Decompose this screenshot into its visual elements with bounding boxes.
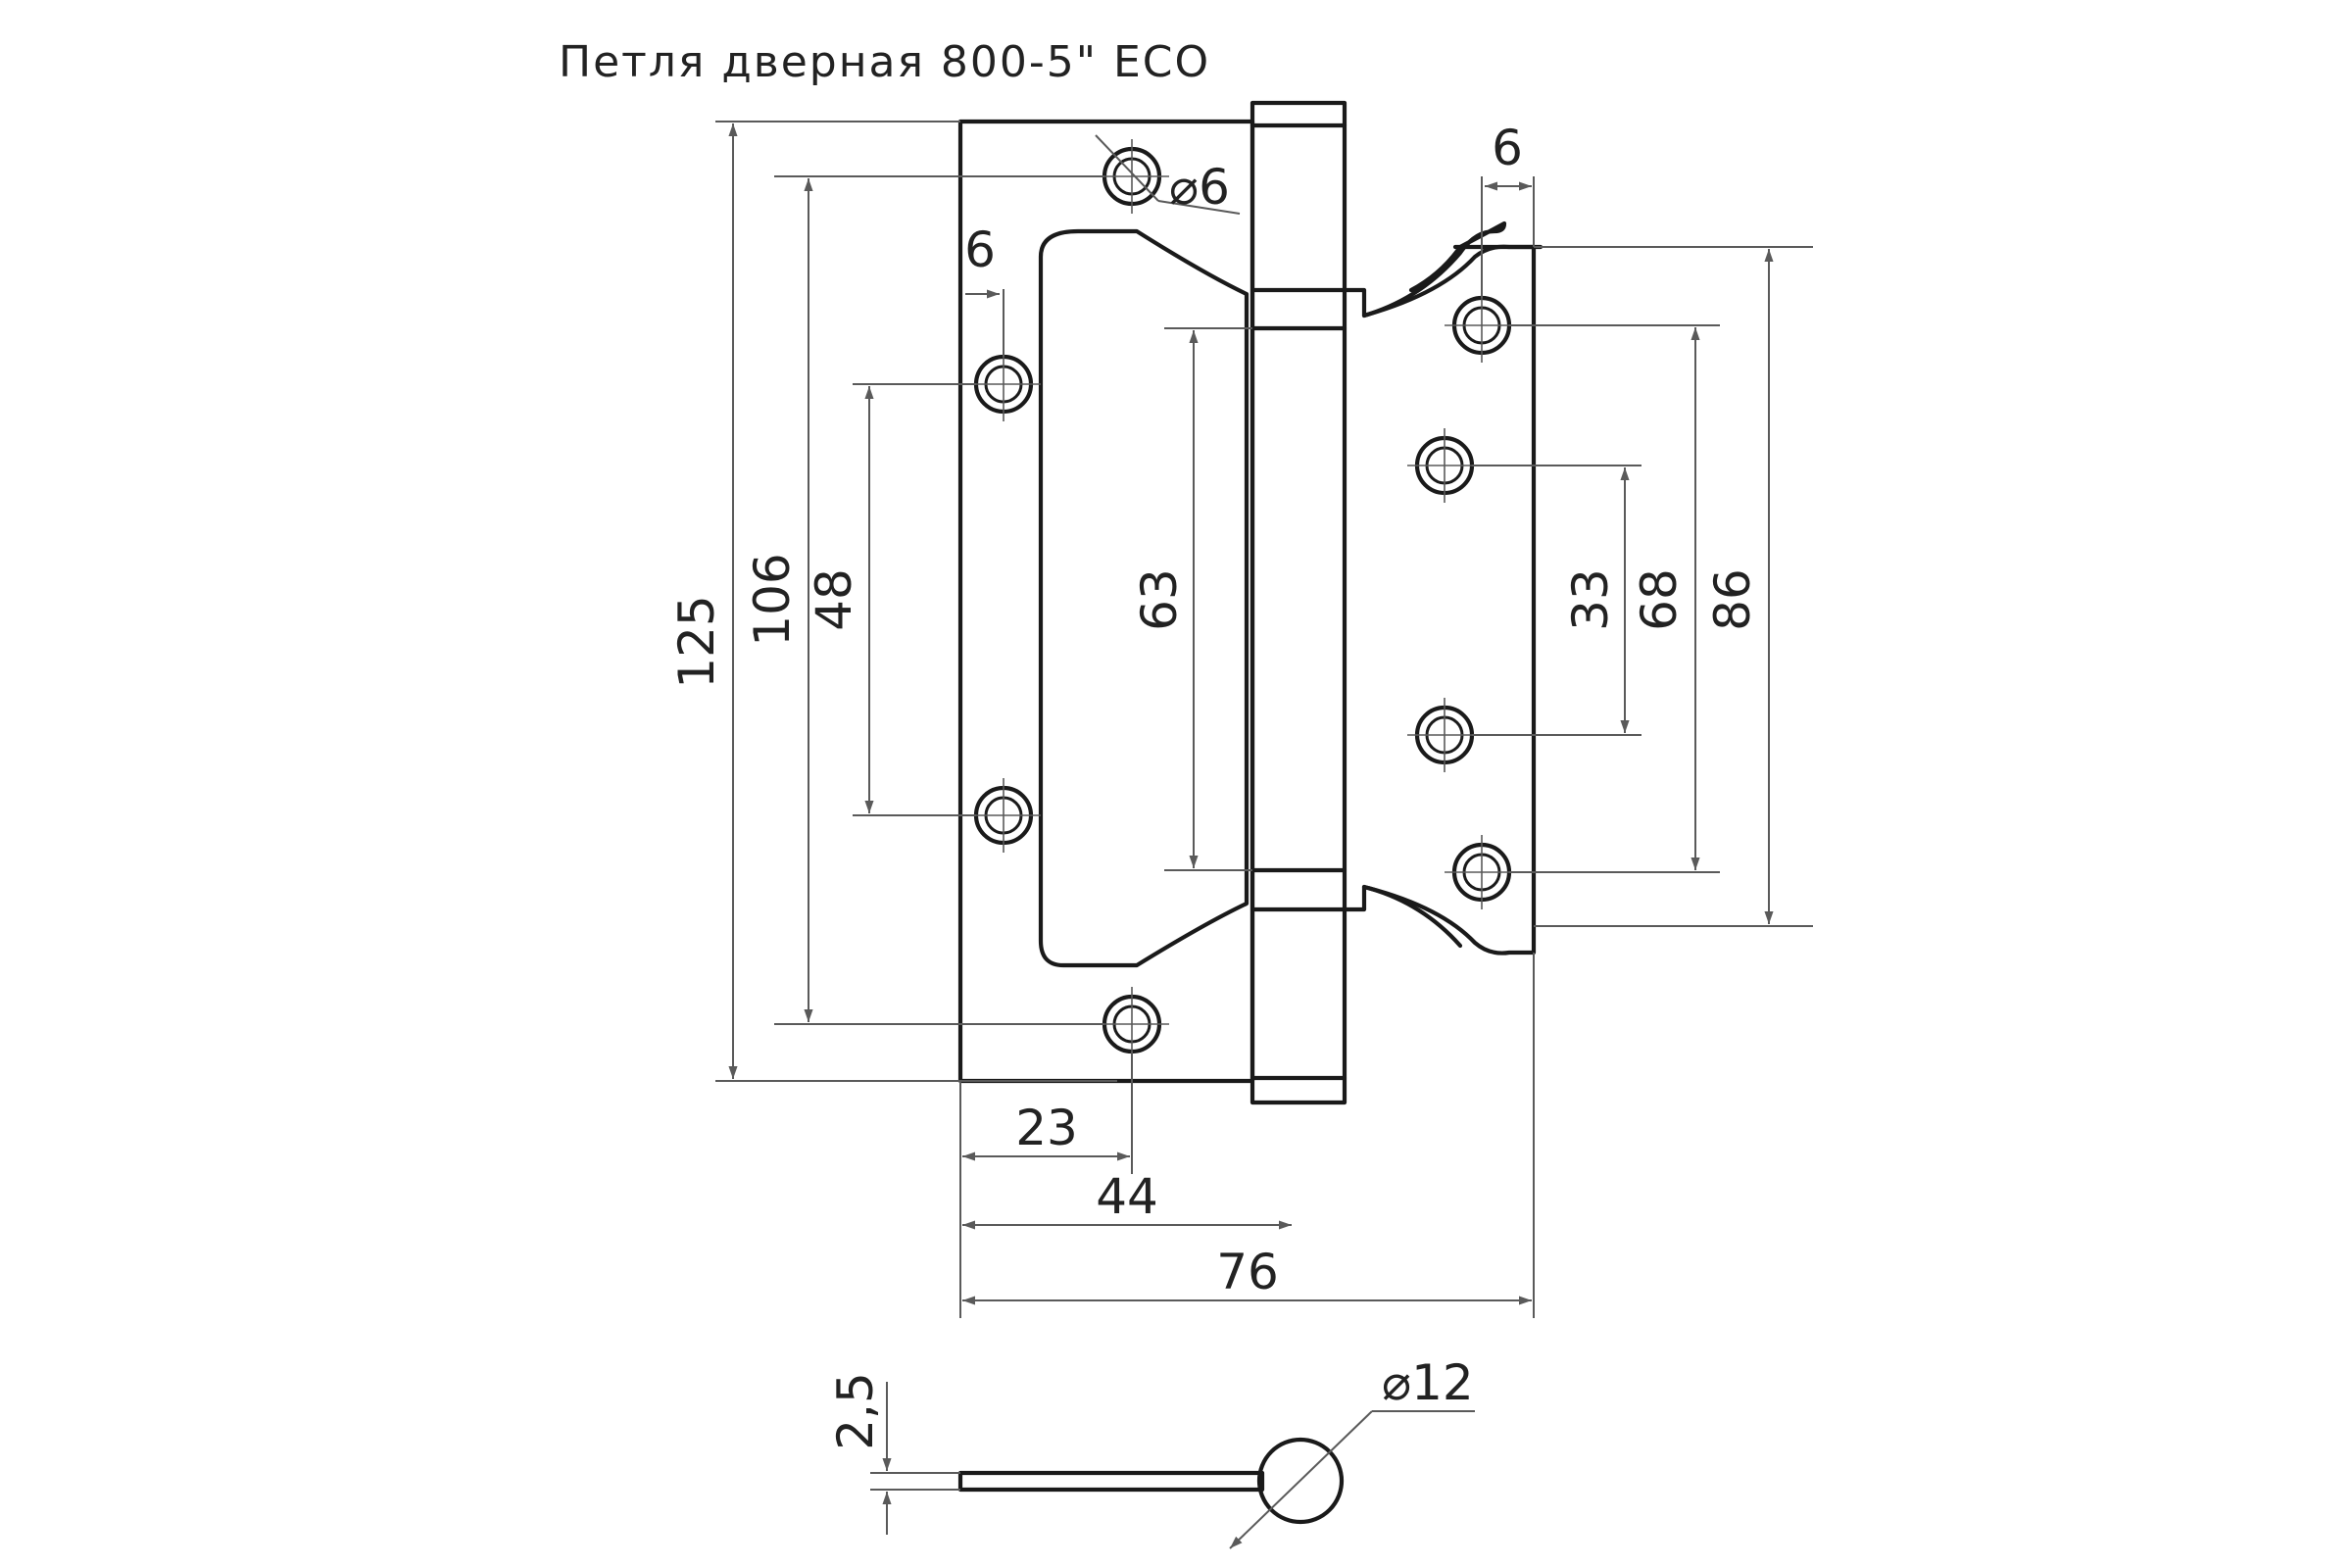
side-view: 2,5 ⌀12 xyxy=(827,1354,1475,1549)
dim-86: 86 xyxy=(1704,568,1761,631)
dim-106: 106 xyxy=(744,553,801,646)
dimension-lines xyxy=(715,121,1813,1318)
hinge-knuckle xyxy=(1250,100,1348,1105)
dim-33: 33 xyxy=(1562,568,1619,631)
left-leaf xyxy=(957,119,1255,1084)
dim-knuckle-diameter: ⌀12 xyxy=(1382,1354,1474,1411)
dim-44: 44 xyxy=(1096,1168,1158,1225)
dim-23: 23 xyxy=(1015,1100,1078,1156)
dim-48: 48 xyxy=(806,568,862,631)
right-leaf xyxy=(1342,220,1544,956)
dim-63: 63 xyxy=(1131,568,1188,631)
dim-125: 125 xyxy=(668,595,725,688)
dim-6-right: 6 xyxy=(1492,120,1523,176)
drawing-title: Петля дверная 800-5" ECO xyxy=(559,37,1210,87)
dim-thickness: 2,5 xyxy=(827,1372,884,1450)
dim-hole-diameter: ⌀6 xyxy=(1169,159,1230,216)
dimension-labels: 125 106 48 63 33 68 86 6 6 ⌀6 23 44 76 xyxy=(668,120,1761,1300)
dim-76: 76 xyxy=(1216,1244,1279,1300)
left-leaf-cutout xyxy=(1038,228,1250,968)
dim-6-left: 6 xyxy=(964,221,996,278)
dim-68: 68 xyxy=(1631,568,1688,631)
